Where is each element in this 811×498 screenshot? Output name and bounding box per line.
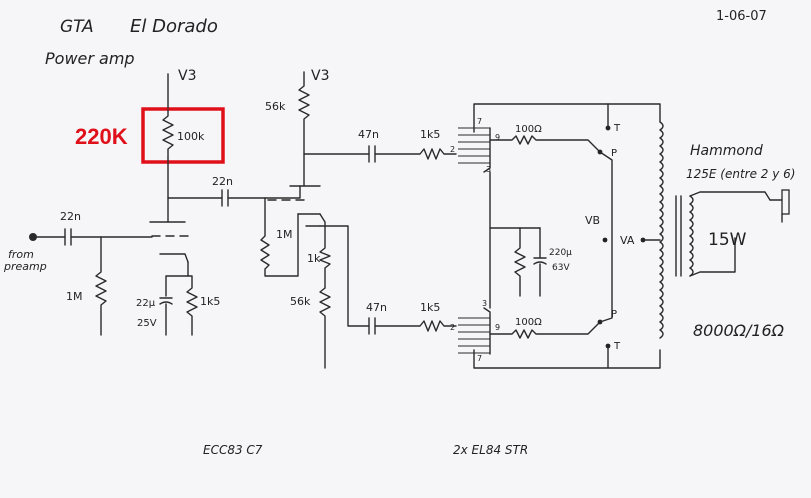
pi-out-lower-a [319,225,370,327]
resistor-1k5-upper-label: 1k5 [420,128,440,141]
resistor-pi-1m-label: 1M [276,228,293,241]
stopper-upper-label: 100Ω [515,124,542,135]
footer-preamp-tube: ECC83 C7 [203,443,263,457]
transformer-impedance: 8000Ω/16Ω [693,321,785,340]
date-label: 1-06-07 [716,9,767,24]
resistor-cathode-1k5 [186,275,198,336]
cathode-wire [165,261,189,297]
cathode-cap-plate-b [159,301,173,305]
resistor-1k-tail [319,213,331,289]
el84-upper-body [483,127,491,173]
bias-cap-label: 220µ [549,248,572,258]
el84-upper-pin2: 2 [450,145,455,154]
resistor-56k-tail-label: 56k [290,295,311,308]
resistor-100k-label: 100k [177,130,205,143]
annotation-box [141,107,225,164]
resistor-56k-upper [298,71,310,187]
transformer-brand: Hammond [690,143,763,159]
triode1-cathode [159,253,189,263]
el84-upper-pin3: 3 [486,165,491,174]
cap-input-label: 22n [60,210,81,223]
el84-lower-pin3: 3 [482,299,487,308]
input-jack [29,233,37,241]
cathode-cap-voltage: 25V [137,318,157,329]
el84-lower-pin9: 9 [495,323,500,332]
v3-right-label: V3 [311,68,329,84]
title-gta: GTA [60,17,94,37]
secondary-wire-bottom [689,237,736,277]
el84-upper-pin9: 9 [495,133,500,142]
title-el-dorado: El Dorado [130,16,218,37]
v3-left-label: V3 [178,68,196,84]
tap-p-upper-label: P [611,148,617,159]
p-bus-wire [599,151,613,323]
resistor-cathode-label: 1k5 [200,295,220,308]
resistor-56k-upper-label: 56k [265,100,286,113]
el84-lower-pin7: 7 [477,354,482,363]
stopper-lower-label: 100Ω [515,317,542,328]
tap-t-lower-label: T [613,341,621,352]
transformer-power: 15W [708,230,747,250]
annotation-220k: 220K [75,124,128,149]
bias-cap-voltage: 63V [552,263,570,273]
stopper-upper [489,135,601,153]
el84-upper-pin7: 7 [477,117,482,126]
bias-resistor [514,227,526,297]
input-label-preamp: preamp [3,260,47,273]
cap-out-lower-label: 47n [366,301,387,314]
vb-label: VB [585,214,600,227]
couple-wire-b [227,185,301,199]
speaker-icon [781,189,790,215]
cathode-cap-label: 22µ [136,298,156,309]
resistor-pi-1m [260,197,299,277]
resistor-100k [162,109,174,159]
el84-lower-body [483,307,491,355]
tap-p-lower-label: P [611,309,617,320]
resistor-1k5-lower [374,320,457,332]
tap-t-upper-label: T [613,123,621,134]
resistor-1k-label: 1k [307,252,321,265]
cap-couple-1-label: 22n [212,175,233,188]
stopper-lower [489,321,601,339]
secondary-wire-top [689,191,771,201]
va-label: VA [620,234,635,247]
transformer-model: 125E (entre 2 y 6) [686,167,796,181]
transformer-secondary [689,195,694,277]
transformer-primary [659,121,664,339]
screen-supply-lower [473,349,661,369]
screen-supply-wire [473,103,661,133]
resistor-input-1m [95,236,107,336]
bias-cap-plate-b [533,261,547,265]
resistor-1k5-lower-label: 1k5 [420,301,440,314]
cap-out-upper-label: 47n [358,128,379,141]
resistor-56k-tail [319,287,331,369]
input-label-from: from [8,248,34,261]
el84-lower-pin2: 2 [450,323,455,332]
subtitle-power-amp: Power amp [45,49,135,68]
resistor-1k5-upper [374,148,457,160]
resistor-input-1m-label: 1M [66,290,83,303]
footer-power-tubes: 2x EL84 STR [453,443,528,457]
tap-vb [602,237,608,243]
